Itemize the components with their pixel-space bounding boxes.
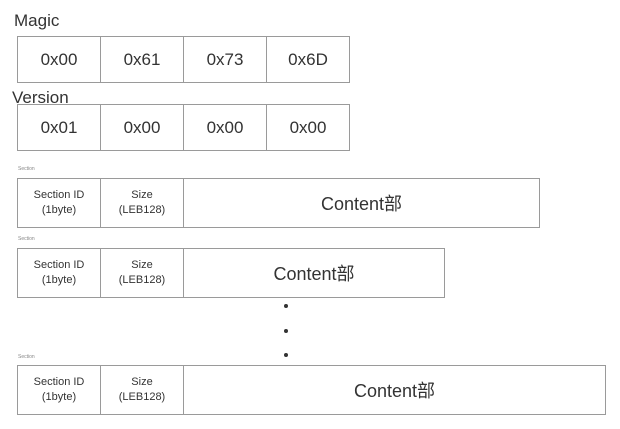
version-byte-3: 0x00 bbox=[266, 104, 350, 151]
section-id-size-note: (1byte) bbox=[41, 274, 77, 286]
section-id-label: Section ID bbox=[33, 259, 85, 271]
magic-byte-1: 0x61 bbox=[100, 36, 184, 83]
magic-byte-2: 0x73 bbox=[183, 36, 267, 83]
ellipsis-dot bbox=[284, 329, 288, 333]
ellipsis-dot bbox=[284, 353, 288, 357]
section-size-label: Size bbox=[131, 189, 153, 201]
version-label: Version bbox=[12, 88, 69, 107]
ellipsis-dot bbox=[284, 304, 288, 308]
section-content-cell: Content部 bbox=[183, 178, 540, 228]
section-tag: Section bbox=[18, 236, 35, 242]
section-id-cell: Section ID (1byte) bbox=[17, 365, 101, 415]
section-tag: Section bbox=[18, 166, 35, 172]
version-byte-2: 0x00 bbox=[183, 104, 267, 151]
section-id-cell: Section ID (1byte) bbox=[17, 248, 101, 298]
magic-byte-0: 0x00 bbox=[17, 36, 101, 83]
section-size-cell: Size (LEB128) bbox=[100, 365, 184, 415]
section-size-cell: Size (LEB128) bbox=[100, 178, 184, 228]
version-byte-1: 0x00 bbox=[100, 104, 184, 151]
section-row: Section ID (1byte) Size (LEB128) Content… bbox=[17, 248, 445, 298]
section-row: Section ID (1byte) Size (LEB128) Content… bbox=[17, 178, 540, 228]
version-bytes-row: 0x01 0x00 0x00 0x00 bbox=[17, 104, 350, 151]
section-content-cell: Content部 bbox=[183, 248, 445, 298]
section-content-cell: Content部 bbox=[183, 365, 606, 415]
section-id-cell: Section ID (1byte) bbox=[17, 178, 101, 228]
section-id-label: Section ID bbox=[33, 189, 85, 201]
section-size-encoding: (LEB128) bbox=[118, 204, 166, 216]
magic-bytes-row: 0x00 0x61 0x73 0x6D bbox=[17, 36, 350, 83]
section-id-label: Section ID bbox=[33, 376, 85, 388]
section-tag: Section bbox=[18, 354, 35, 360]
section-row: Section ID (1byte) Size (LEB128) Content… bbox=[17, 365, 606, 415]
section-size-label: Size bbox=[131, 259, 153, 271]
section-id-size-note: (1byte) bbox=[41, 204, 77, 216]
magic-label: Magic bbox=[14, 11, 60, 30]
section-size-cell: Size (LEB128) bbox=[100, 248, 184, 298]
magic-byte-3: 0x6D bbox=[266, 36, 350, 83]
version-byte-0: 0x01 bbox=[17, 104, 101, 151]
section-size-encoding: (LEB128) bbox=[118, 274, 166, 286]
section-id-size-note: (1byte) bbox=[41, 391, 77, 403]
section-size-encoding: (LEB128) bbox=[118, 391, 166, 403]
section-size-label: Size bbox=[131, 376, 153, 388]
